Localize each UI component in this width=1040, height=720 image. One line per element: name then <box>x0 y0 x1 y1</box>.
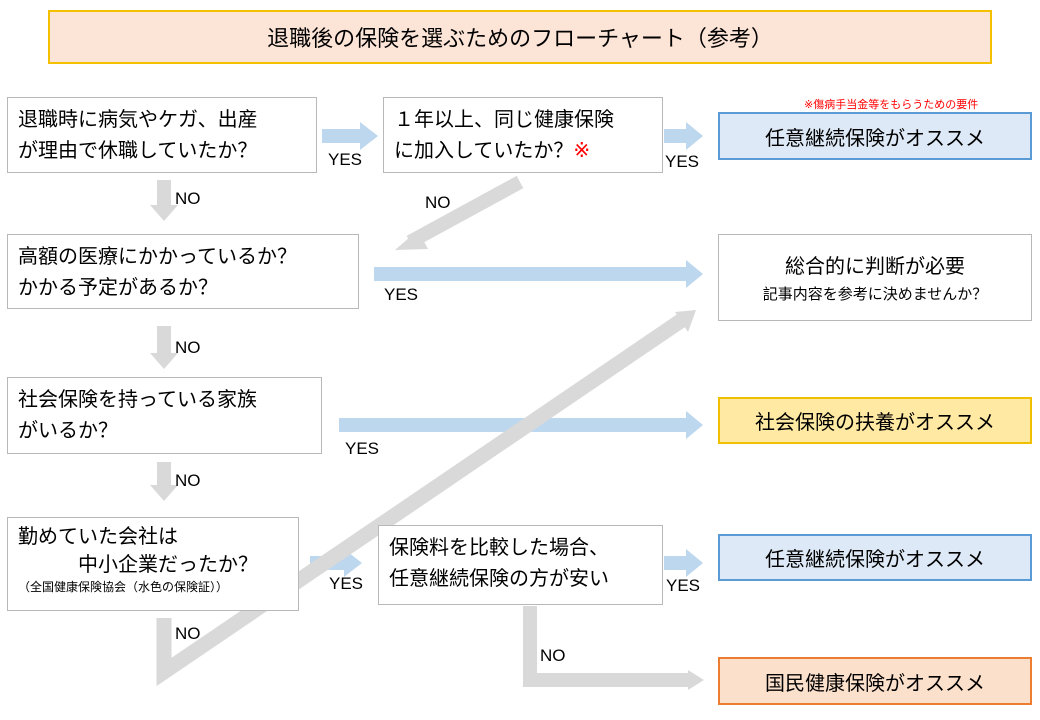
question-line: に加入していたか？ <box>394 138 574 162</box>
question-line: がいるか？ <box>18 418 118 442</box>
question-line: 高額の医療にかかっているか？ <box>18 244 297 268</box>
page-title: 退職後の保険を選ぶためのフローチャート（参考） <box>48 10 992 64</box>
yes-label: YES <box>329 574 364 593</box>
no-arrow-q2-q3-head <box>395 230 428 250</box>
no-label: NO <box>175 189 201 208</box>
question-box-premium-compare: 保険料を比較した場合、 任意継続保険の方が安い <box>378 525 663 605</box>
question-subnote: （全国健康保険協会（水色の保険証）） <box>18 580 229 594</box>
question-line: が理由で休職していたか？ <box>18 138 258 162</box>
question-line: １年以上、同じ健康保険 <box>394 107 614 131</box>
result-line: 記事内容を参考に決めませんか？ <box>762 284 988 303</box>
no-arrow-q1-q3 <box>150 180 178 221</box>
question-box-insurance-period: １年以上、同じ健康保険 に加入していたか？※ <box>383 97 663 173</box>
question-box-sick-leave: 退職時に病気やケガ、出産 が理由で休職していたか？ <box>7 97 317 173</box>
no-arrow-q5-r2 <box>156 311 690 687</box>
no-arrow-q6-r5 <box>523 606 690 687</box>
question-line: 社会保険を持っている家族 <box>18 387 257 411</box>
result-national-health-insurance: 国民健康保険がオススメ <box>718 657 1032 705</box>
question-line: 勤めていた会社は <box>18 524 178 548</box>
no-arrow-q6-r5-head <box>688 670 704 690</box>
question-line: 保険料を比較した場合、 <box>389 535 609 559</box>
no-label: NO <box>175 338 201 357</box>
yes-label: YES <box>328 150 363 169</box>
no-label: NO <box>175 624 201 643</box>
result-voluntary-continuation-2: 任意継続保険がオススメ <box>718 534 1032 581</box>
no-arrow-q2-q3 <box>406 175 524 249</box>
yes-arrow-q1-q2 <box>322 122 378 150</box>
yes-label: YES <box>666 576 701 595</box>
no-label: NO <box>540 646 566 665</box>
no-label: NO <box>425 193 451 212</box>
result-overall-judgment: 総合的に判断が必要 記事内容を参考に決めませんか？ <box>718 234 1032 321</box>
result-dependent-insurance: 社会保険の扶養がオススメ <box>718 397 1032 444</box>
yes-label: YES <box>345 439 380 458</box>
yes-label: YES <box>665 152 700 171</box>
question-line: 中小企業だったか？ <box>78 552 258 576</box>
no-label: NO <box>175 471 201 490</box>
yes-arrow-q2-r1 <box>664 122 703 150</box>
question-line: 退職時に病気やケガ、出産 <box>18 107 258 131</box>
yes-arrow-q3-r2 <box>374 260 703 288</box>
question-line: かかる予定があるか？ <box>18 275 218 299</box>
no-arrow-q5-r2-head <box>675 310 696 332</box>
requirement-mark: ※ <box>573 138 591 162</box>
question-line: 任意継続保険の方が安い <box>389 566 609 590</box>
no-arrow-q3-q4 <box>150 326 178 369</box>
result-voluntary-continuation: 任意継続保険がオススメ <box>718 112 1032 160</box>
question-box-company-size: 勤めていた会社は 中小企業だったか？ （全国健康保険協会（水色の保険証）） <box>7 517 299 611</box>
note-text: ※傷病手当金等をもらうための要件 <box>804 98 979 111</box>
yes-label: YES <box>384 285 419 304</box>
question-box-family-insurance: 社会保険を持っている家族 がいるか？ <box>7 377 322 454</box>
no-arrow-q4-q5 <box>150 462 178 501</box>
yes-arrow-q6-r4 <box>664 549 703 577</box>
question-box-medical-cost: 高額の医療にかかっているか？ かかる予定があるか？ <box>7 234 359 309</box>
result-line: 総合的に判断が必要 <box>785 253 965 278</box>
